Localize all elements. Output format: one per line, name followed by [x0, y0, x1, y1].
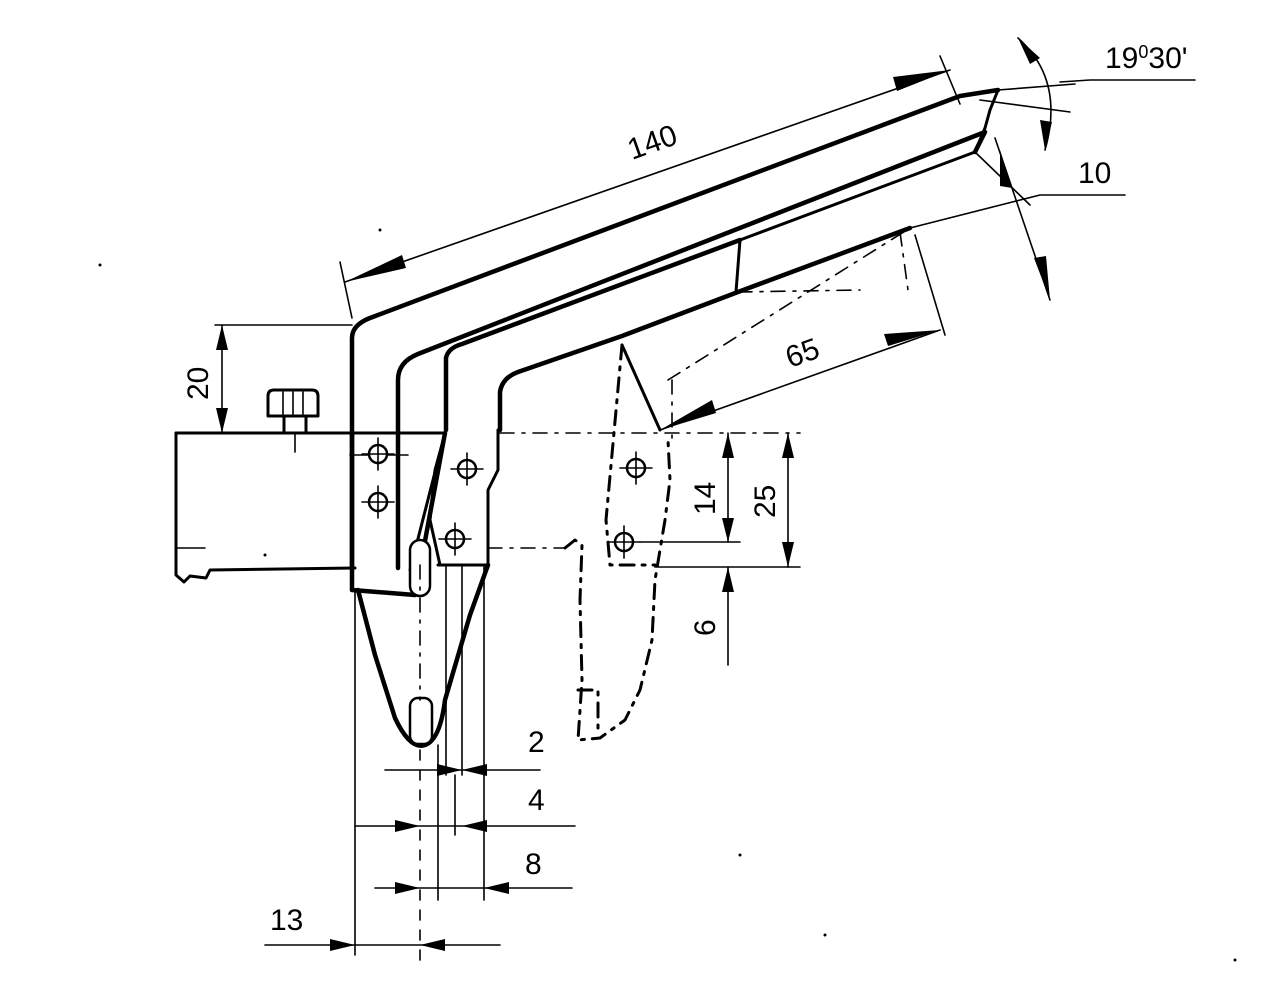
dim-65-label: 65: [781, 332, 823, 374]
dimension-6: 6: [689, 566, 734, 666]
dim-25-label: 25: [749, 485, 782, 518]
angle-label: 19030': [1105, 42, 1188, 75]
dimension-65: 65: [659, 234, 946, 431]
dim-140-label: 140: [623, 119, 681, 167]
dimension-20: 20: [182, 324, 353, 434]
dim-14-label: 14: [689, 482, 722, 515]
extension-lines: [354, 589, 485, 961]
dim-13-label: 13: [270, 904, 303, 937]
dimension-140: 140: [339, 55, 961, 319]
dim-2-label: 2: [528, 726, 545, 759]
dimension-14: 14: [639, 432, 741, 543]
clamp-plate: [349, 428, 500, 598]
mounting-holes: [361, 437, 653, 598]
dimension-angle: 19030': [979, 37, 1196, 151]
dimension-4: 4: [354, 784, 576, 832]
phantom-part: [419, 227, 911, 742]
dim-20-label: 20: [182, 367, 215, 400]
dimension-2: 2: [384, 726, 545, 776]
dimension-13: 13: [264, 904, 501, 951]
dimension-10: 10: [909, 137, 1126, 301]
dim-10-label: 10: [1078, 157, 1111, 190]
dim-8-label: 8: [525, 848, 542, 881]
main-arm: [349, 87, 1001, 571]
dim-6-label: 6: [689, 619, 722, 636]
adjustment-knob: [266, 388, 320, 453]
scan-specks: [98, 228, 1237, 962]
dimension-8: 8: [374, 848, 573, 894]
lower-finger: [355, 562, 491, 776]
dim-4-label: 4: [528, 784, 545, 817]
